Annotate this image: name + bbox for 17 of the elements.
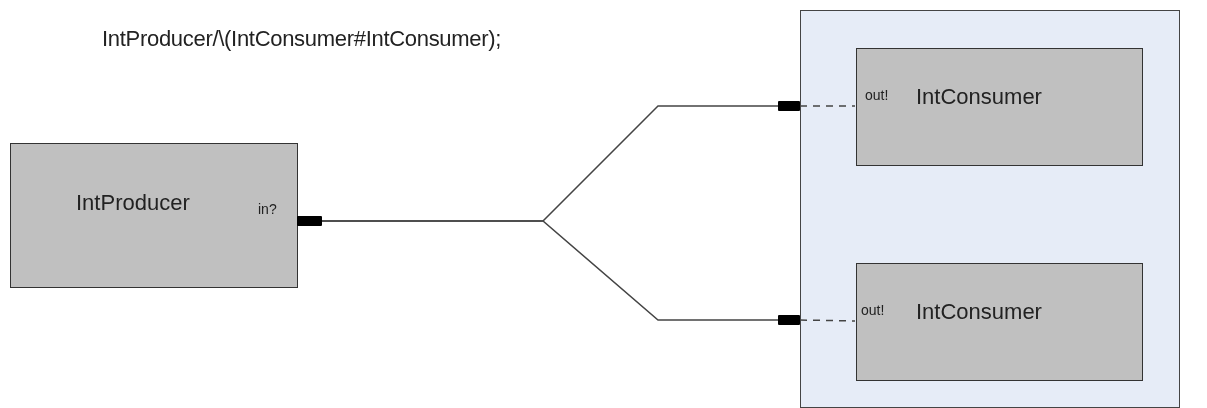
port-marker <box>297 216 322 226</box>
diagram-title: IntProducer/\(IntConsumer#IntConsumer); <box>102 26 502 52</box>
dashed-connector <box>799 319 856 322</box>
container-panel <box>800 10 1180 408</box>
box-label: IntConsumer <box>916 84 1042 110</box>
component-box <box>856 263 1143 381</box>
port-label: in? <box>258 201 277 217</box>
port-marker <box>778 101 800 111</box>
box-label: IntConsumer <box>916 299 1042 325</box>
box-label: IntProducer <box>76 190 190 216</box>
connector-line <box>321 220 779 321</box>
port-marker <box>778 315 800 325</box>
dashed-connector <box>799 105 856 107</box>
component-box <box>10 143 298 288</box>
port-label: out! <box>861 302 885 318</box>
port-label: out! <box>865 87 889 103</box>
component-box <box>856 48 1143 166</box>
